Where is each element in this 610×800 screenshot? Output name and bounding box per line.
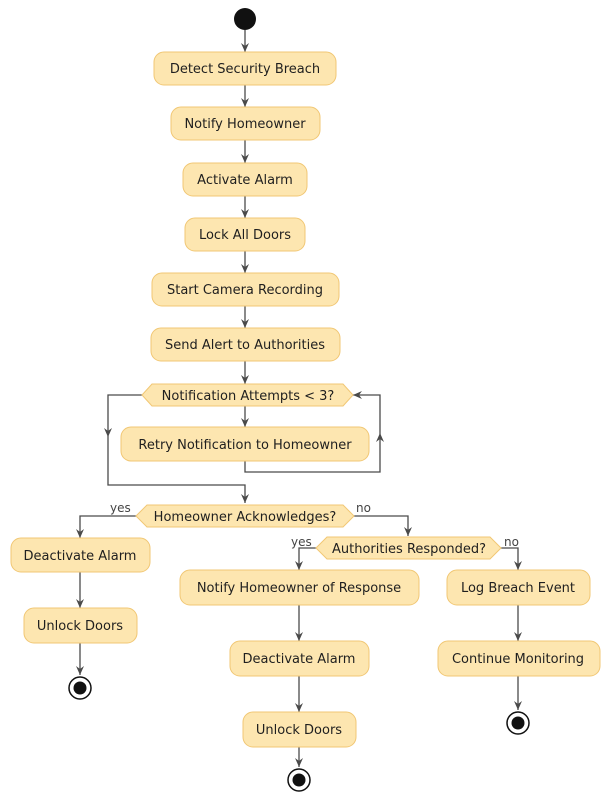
decision-homeowner-acknowledges: Homeowner Acknowledges? — [135, 504, 355, 528]
decision-notification-attempts: Notification Attempts < 3? — [141, 383, 354, 407]
action-label: Log Breach Event — [461, 581, 575, 596]
action-label: Start Camera Recording — [167, 283, 323, 298]
action-notify-homeowner: Notify Homeowner — [170, 106, 321, 141]
action-unlock-doors-left: Unlock Doors — [23, 607, 138, 644]
action-label: Activate Alarm — [197, 173, 293, 188]
action-notify-homeowner-of-response: Notify Homeowner of Response — [179, 569, 420, 606]
action-start-camera-recording: Start Camera Recording — [151, 272, 340, 307]
edge-exit-to-acknowledges — [107, 437, 249, 503]
decision-label: Homeowner Acknowledges? — [154, 510, 337, 525]
action-log-breach-event: Log Breach Event — [446, 569, 591, 606]
action-label: Retry Notification to Homeowner — [138, 438, 352, 453]
action-label: Send Alert to Authorities — [165, 338, 325, 353]
edge-attempts-exit-down — [104, 394, 142, 437]
branch-label-ack-yes: yes — [110, 501, 131, 515]
edge-retry-loop-up — [244, 433, 384, 473]
action-retry-notification: Retry Notification to Homeowner — [120, 426, 370, 462]
action-label: Detect Security Breach — [170, 62, 320, 77]
edge-loop-back-to-attempts — [353, 391, 381, 433]
action-activate-alarm: Activate Alarm — [182, 162, 308, 197]
end-node-right — [506, 711, 530, 735]
decision-label: Notification Attempts < 3? — [162, 389, 335, 404]
branch-label-resp-yes: yes — [291, 535, 312, 549]
action-label: Deactivate Alarm — [24, 549, 137, 564]
edge-ack-yes — [76, 515, 136, 538]
action-deactivate-alarm-mid: Deactivate Alarm — [229, 640, 370, 677]
action-label: Continue Monitoring — [452, 652, 584, 667]
action-label: Notify Homeowner of Response — [197, 581, 401, 596]
branch-label-resp-no: no — [504, 535, 519, 549]
action-label: Notify Homeowner — [184, 117, 306, 132]
edge-resp-no — [501, 547, 522, 570]
action-detect-security-breach: Detect Security Breach — [153, 51, 337, 86]
start-node — [234, 8, 256, 30]
decision-label: Authorities Responded? — [332, 542, 486, 557]
action-label: Unlock Doors — [256, 723, 342, 738]
edges — [76, 30, 522, 767]
action-label: Unlock Doors — [37, 619, 123, 634]
action-label: Lock All Doors — [199, 228, 291, 243]
edge-resp-yes — [295, 547, 316, 570]
end-node-mid — [287, 768, 311, 792]
action-label: Deactivate Alarm — [243, 652, 356, 667]
decision-authorities-responded: Authorities Responded? — [315, 536, 502, 560]
action-continue-monitoring: Continue Monitoring — [437, 640, 601, 677]
end-node-left — [68, 676, 92, 700]
action-deactivate-alarm-left: Deactivate Alarm — [10, 537, 151, 573]
edge-ack-no — [354, 515, 412, 536]
action-lock-all-doors: Lock All Doors — [184, 217, 306, 252]
action-send-alert-authorities: Send Alert to Authorities — [150, 327, 341, 362]
action-unlock-doors-mid: Unlock Doors — [242, 711, 357, 748]
branch-label-ack-no: no — [356, 501, 371, 515]
